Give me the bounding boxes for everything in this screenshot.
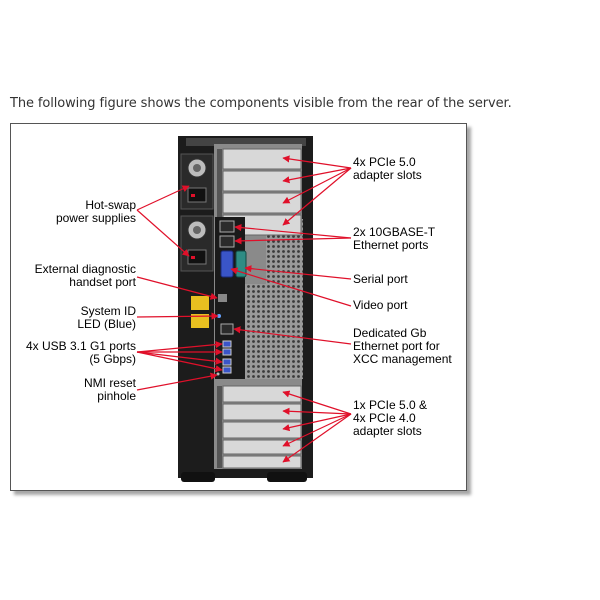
label-usb-ports: 4x USB 3.1 G1 ports (5 Gbps) (25, 339, 136, 366)
pcie-slots-top (217, 148, 302, 236)
label-pcie-top-slots: 4x PCIe 5.0 adapter slots (353, 155, 422, 182)
label-pcie-bottom-slots: 1x PCIe 5.0 & 4x PCIe 4.0 adapter slots (353, 398, 428, 438)
label-video-port: Video port (353, 298, 408, 312)
label-xcc-ethernet-port: Dedicated Gb Ethernet port for XCC manag… (353, 326, 452, 366)
power-supplies (180, 153, 214, 272)
label-nmi-reset-pinhole: NMI reset pinhole (83, 376, 136, 403)
callout-lines (136, 155, 352, 463)
figure-caption: The following figure shows the component… (10, 96, 512, 111)
pcie-slots-bottom (217, 385, 302, 469)
label-10gbase-t-ports: 2x 10GBASE-T Ethernet ports (353, 225, 436, 252)
label-serial-port: Serial port (353, 272, 408, 286)
label-hot-swap-power-supplies: Hot-swap power supplies (55, 198, 136, 225)
label-system-id-led: System ID LED (Blue) (77, 304, 136, 331)
server-rear-diagram (136, 136, 352, 482)
label-diagnostic-handset-port: External diagnostic handset port (34, 262, 136, 289)
server-rear-figure: Hot-swap power supplies External diagnos… (10, 123, 467, 491)
